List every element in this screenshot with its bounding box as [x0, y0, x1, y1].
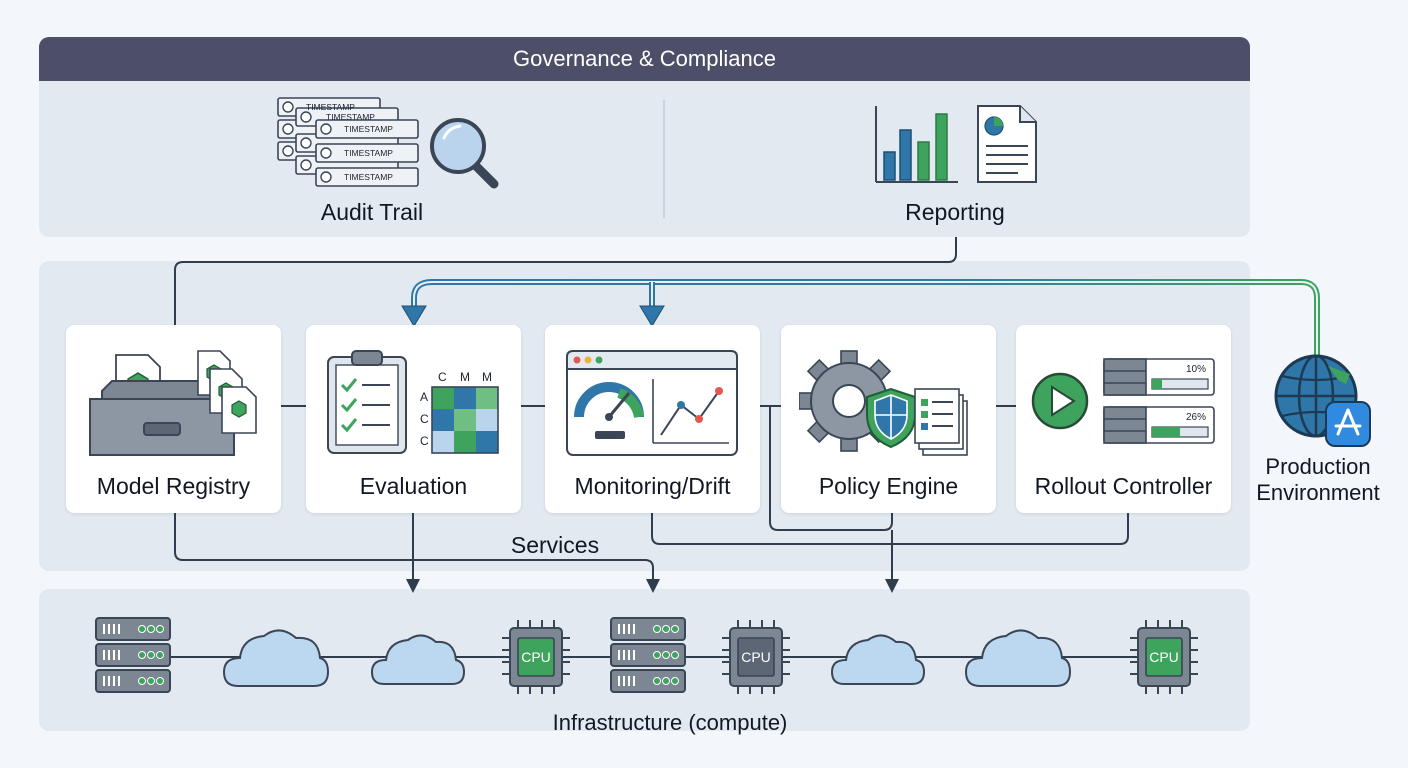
- bar-chart-icon: [875, 106, 958, 183]
- cpu-chip-icon: CPU: [1130, 620, 1198, 694]
- card-policy-engine-label: Policy Engine: [818, 473, 959, 499]
- cloud-icon: [222, 629, 330, 687]
- clock-icon: [282, 101, 332, 183]
- server-rack-icon: [95, 617, 171, 693]
- card-rollout-controller-label: Rollout Controller: [1034, 473, 1213, 499]
- svg-text:M: M: [482, 370, 492, 384]
- infrastructure-label: Infrastructure (compute): [552, 710, 788, 735]
- card-model-registry[interactable]: Model Registry: [66, 325, 281, 513]
- svg-text:C: C: [438, 370, 447, 384]
- confusion-matrix: C M M A C C: [420, 370, 499, 454]
- cpu-chip-icon: CPU: [722, 620, 790, 694]
- svg-text:A: A: [420, 390, 428, 404]
- policy-document-stack: [914, 388, 968, 456]
- card-evaluation-label: Evaluation: [359, 473, 468, 499]
- svg-text:CPU: CPU: [741, 649, 771, 665]
- svg-text:10%: 10%: [1186, 364, 1206, 375]
- production-icon-group: [1274, 354, 1371, 447]
- reporting-label: Reporting: [905, 199, 1005, 225]
- reporting-icon-group: [875, 105, 1037, 183]
- card-monitoring-drift[interactable]: Monitoring/Drift: [545, 325, 760, 513]
- cloud-icon: [964, 629, 1072, 687]
- card-model-registry-label: Model Registry: [96, 473, 251, 499]
- app-store-icon: [1325, 401, 1371, 447]
- file-drawer-icon: [89, 350, 257, 456]
- svg-text:CPU: CPU: [1149, 649, 1179, 665]
- governance-title: Governance & Compliance: [39, 37, 1250, 81]
- svg-text:C: C: [420, 412, 429, 426]
- production-label-line1: Production: [1265, 454, 1371, 479]
- svg-text:C: C: [420, 434, 429, 448]
- cpu-chip-icon: CPU: [502, 620, 570, 694]
- report-document-icon: [977, 105, 1037, 183]
- rollout-server-10: 10%: [1103, 358, 1215, 396]
- server-rack-icon: [610, 617, 686, 693]
- card-monitoring-drift-label: Monitoring/Drift: [574, 473, 731, 499]
- audit-trail-icon-group: TIMESTAMP TIMESTAMP TIMESTAMP TIMESTAMP …: [277, 97, 499, 189]
- svg-text:M: M: [460, 370, 470, 384]
- card-rollout-controller[interactable]: 10% 26% Rollout Controller: [1016, 325, 1231, 513]
- reporting-connector: [174, 237, 957, 325]
- play-icon: [1031, 372, 1089, 430]
- cloud-icon: [830, 634, 926, 685]
- svg-text:TIMESTAMP: TIMESTAMP: [344, 172, 393, 182]
- magnifier-icon: [430, 118, 499, 189]
- svg-text:26%: 26%: [1186, 412, 1206, 423]
- svg-text:TIMESTAMP: TIMESTAMP: [344, 124, 393, 134]
- svg-text:TIMESTAMP: TIMESTAMP: [306, 102, 355, 112]
- rollout-icon-group: 10% 26%: [1031, 358, 1215, 444]
- dashboard-window-icon: [566, 350, 738, 456]
- production-label-line2: Environment: [1256, 480, 1380, 505]
- card-evaluation[interactable]: C M M A C C Evaluation: [306, 325, 521, 513]
- cloud-icon: [370, 634, 466, 685]
- gear-shield-icon: [799, 350, 968, 456]
- svg-text:TIMESTAMP: TIMESTAMP: [326, 112, 375, 122]
- svg-text:TIMESTAMP: TIMESTAMP: [344, 148, 393, 158]
- svg-text:CPU: CPU: [521, 649, 551, 665]
- services-label: Services: [510, 532, 600, 558]
- checklist-clipboard-icon: C M M A C C: [327, 350, 499, 454]
- rollout-server-26: 26%: [1103, 406, 1215, 444]
- infrastructure-chain: CPU CPU: [95, 617, 1198, 694]
- card-policy-engine[interactable]: Policy Engine: [781, 325, 996, 513]
- audit-trail-label: Audit Trail: [320, 199, 424, 225]
